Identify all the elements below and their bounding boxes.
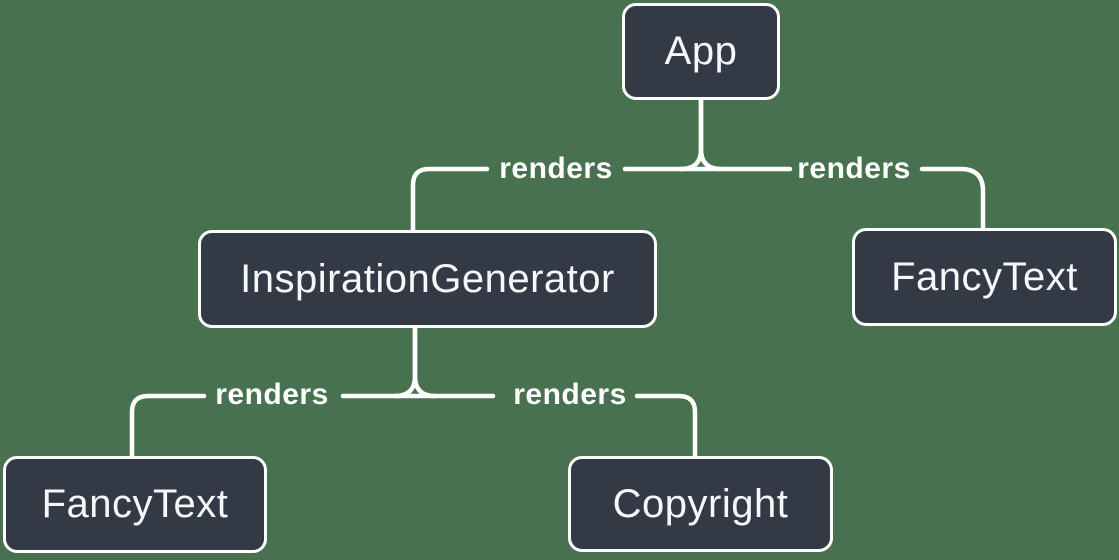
node-fancy-text-bottom: FancyText	[3, 456, 267, 553]
connector-app-fancy-text	[919, 166, 986, 231]
node-inspiration-generator-label: InspirationGenerator	[240, 256, 615, 301]
node-fancy-text-bottom-label: FancyText	[41, 482, 229, 526]
edge-label-app-inspiration-generator: renders	[499, 152, 613, 185]
connector-app-junction	[622, 97, 793, 172]
connector-app-inspiration-generator	[410, 166, 490, 233]
connector-inspiration-generator-junction	[340, 326, 496, 399]
edge-label-inspiration-generator-copyright: renders	[513, 378, 627, 411]
connector-inspiration-generator-copyright	[634, 393, 698, 459]
node-inspiration-generator: InspirationGenerator	[198, 230, 657, 328]
connector-inspiration-generator-fancy-text	[129, 393, 207, 459]
edge-label-app-fancy-text: renders	[797, 152, 911, 185]
node-copyright: Copyright	[568, 456, 833, 552]
node-copyright-label: Copyright	[612, 481, 789, 526]
node-fancy-text-top: FancyText	[852, 228, 1117, 326]
edge-label-inspiration-generator-fancy-text: renders	[215, 378, 329, 411]
node-app: App	[622, 3, 780, 100]
node-app-label: App	[664, 29, 738, 73]
node-fancy-text-top-label: FancyText	[891, 254, 1078, 299]
